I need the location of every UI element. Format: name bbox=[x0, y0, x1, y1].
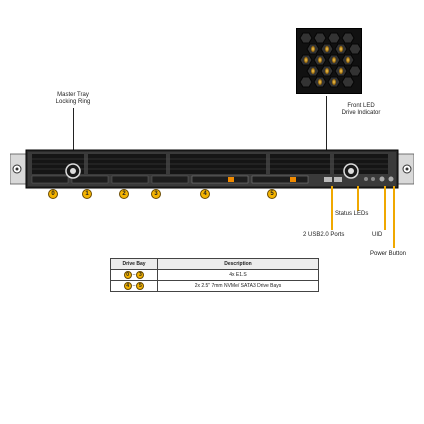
honeycomb-grille-zoom bbox=[299, 32, 362, 88]
uid-label: UID bbox=[372, 232, 383, 238]
bay-badge-4: 4 bbox=[200, 189, 210, 199]
front-led-callout bbox=[326, 96, 327, 154]
bay-badge-2: 2 bbox=[119, 189, 129, 199]
led-zoom-inset bbox=[296, 28, 362, 94]
front-led-label: Front LED Drive Indicator bbox=[330, 103, 392, 117]
table-row: 4–5 2x 2.5" 7mm NVMe/ SATA3 Drive Bays bbox=[110, 280, 319, 292]
status-leds-label: Status LEDs bbox=[335, 211, 369, 217]
header-description: Description bbox=[157, 258, 319, 270]
description-cell: 2x 2.5" 7mm NVMe/ SATA3 Drive Bays bbox=[157, 280, 319, 292]
server-chassis bbox=[9, 148, 415, 192]
bay-range-cell: 4–5 bbox=[110, 280, 158, 292]
power-callout bbox=[393, 186, 395, 248]
bay-badge-5: 5 bbox=[267, 189, 277, 199]
bay-range-start-badge: 0 bbox=[123, 271, 132, 279]
drive-bay-table: Drive Bay Description 0–3 4x E1.S 4–5 2x… bbox=[110, 258, 319, 292]
bay-badge-0: 0 bbox=[48, 189, 58, 199]
power-button-label: Power Button bbox=[370, 251, 407, 257]
front-led-line2: Drive Indicator bbox=[341, 110, 381, 116]
bay-range-start-badge: 4 bbox=[123, 282, 132, 290]
master-tray-line1: Master Tray bbox=[57, 92, 89, 98]
header-drive-bay: Drive Bay bbox=[110, 258, 158, 270]
front-led-line1: Front LED bbox=[347, 103, 375, 109]
table-header-row: Drive Bay Description bbox=[110, 258, 319, 270]
usb-ports-label: 2 USB2.0 Ports bbox=[303, 232, 345, 238]
uid-callout bbox=[384, 186, 386, 230]
master-tray-callout bbox=[73, 108, 74, 172]
server-front-panel bbox=[9, 149, 415, 189]
usb-callout bbox=[331, 186, 333, 230]
description-cell: 4x E1.S bbox=[157, 269, 319, 281]
bay-range-cell: 0–3 bbox=[110, 269, 158, 281]
bay-range-end-badge: 3 bbox=[136, 271, 145, 279]
bay-badge-3: 3 bbox=[151, 189, 161, 199]
status-leds-callout bbox=[357, 186, 359, 211]
bay-badge-1: 1 bbox=[82, 189, 92, 199]
master-tray-label: Master Tray Locking Ring bbox=[42, 92, 104, 106]
table-row: 0–3 4x E1.S bbox=[110, 269, 319, 281]
bay-range-end-badge: 5 bbox=[136, 282, 145, 290]
master-tray-line2: Locking Ring bbox=[55, 99, 91, 105]
